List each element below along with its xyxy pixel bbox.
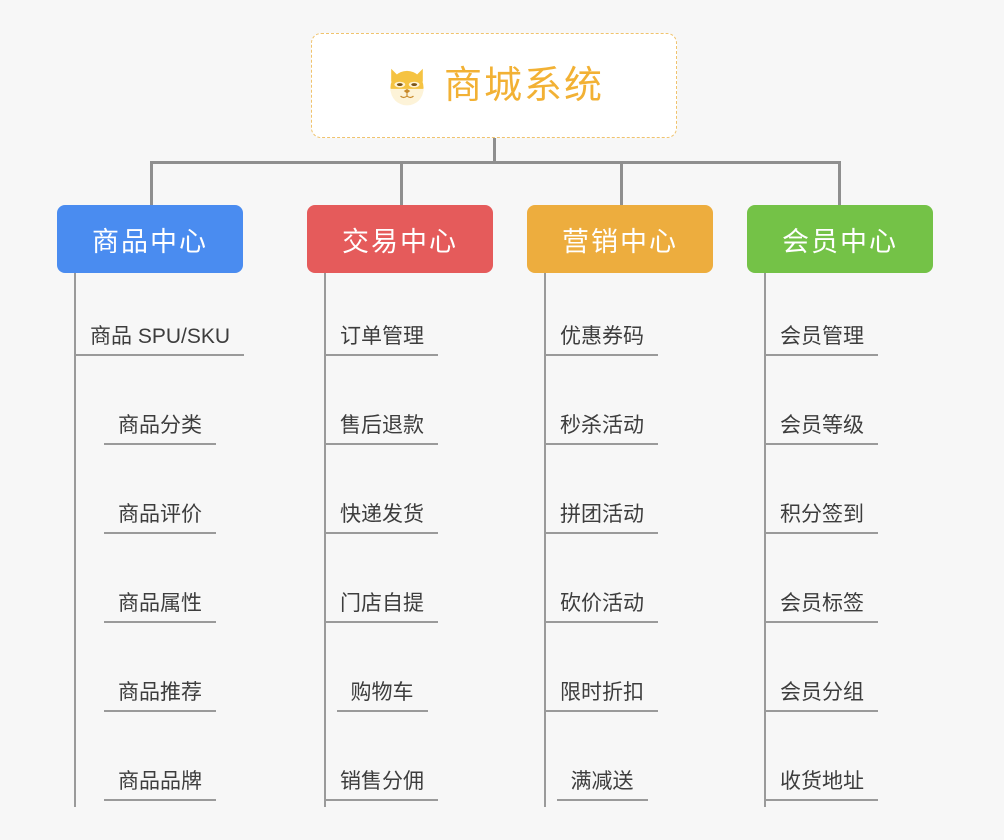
item-label: 商品推荐 [104,680,217,712]
item-label: 满减送 [556,769,648,801]
list-item[interactable]: 优惠券码 [546,273,658,362]
list-item[interactable]: 商品品牌 [76,718,244,807]
category-label: 商品中心 [92,226,208,257]
column-spine [324,273,326,807]
item-label: 商品分类 [104,413,217,445]
connector-root-stem [493,138,496,164]
item-label: 会员管理 [766,324,878,356]
item-label: 会员等级 [766,413,878,445]
item-label: 商品 SPU/SKU [76,324,245,356]
item-label: 销售分佣 [326,769,438,801]
item-label: 限时折扣 [546,680,658,712]
connector-drop-3 [620,161,623,207]
item-label: 会员分组 [766,680,878,712]
item-label: 拼团活动 [546,502,658,534]
item-label: 会员标签 [766,591,878,623]
list-item[interactable]: 限时折扣 [546,629,658,718]
list-item[interactable]: 砍价活动 [546,540,658,629]
item-label: 商品评价 [104,502,217,534]
list-item[interactable]: 商品分类 [76,362,244,451]
list-item[interactable]: 订单管理 [326,273,438,362]
item-label: 快递发货 [326,502,438,534]
item-label: 秒杀活动 [546,413,658,445]
list-item[interactable]: 快递发货 [326,451,438,540]
list-item[interactable]: 商品评价 [76,451,244,540]
item-column-product: 商品 SPU/SKU 商品分类 商品评价 商品属性 商品推荐 商品品牌 [74,273,245,807]
category-label: 交易中心 [342,226,458,257]
list-item[interactable]: 门店自提 [326,540,438,629]
list-item[interactable]: 售后退款 [326,362,438,451]
connector-drop-4 [838,161,841,207]
dog-face-icon [384,63,430,109]
category-box-product[interactable]: 商品中心 [57,205,243,273]
column-spine [74,273,76,807]
list-item[interactable]: 会员分组 [766,629,878,718]
category-label: 营销中心 [562,226,678,257]
connector-drop-1 [150,161,153,207]
list-item[interactable]: 会员管理 [766,273,878,362]
list-item[interactable]: 秒杀活动 [546,362,658,451]
item-label: 门店自提 [326,591,438,623]
item-label: 积分签到 [766,502,878,534]
item-column-member: 会员管理 会员等级 积分签到 会员标签 会员分组 收货地址 [764,273,878,807]
item-label: 售后退款 [326,413,438,445]
item-label: 优惠券码 [546,324,658,356]
list-item[interactable]: 商品 SPU/SKU [76,273,245,362]
category-box-trade[interactable]: 交易中心 [307,205,493,273]
list-item[interactable]: 满减送 [546,718,658,807]
list-item[interactable]: 商品推荐 [76,629,244,718]
root-node-card[interactable]: 商城系统 [311,33,677,138]
list-item[interactable]: 收货地址 [766,718,878,807]
list-item[interactable]: 会员标签 [766,540,878,629]
item-label: 商品属性 [104,591,217,623]
list-item[interactable]: 积分签到 [766,451,878,540]
root-node-title: 商城系统 [443,64,604,107]
connector-drop-2 [400,161,403,207]
category-box-marketing[interactable]: 营销中心 [527,205,713,273]
list-item[interactable]: 销售分佣 [326,718,438,807]
list-item[interactable]: 会员等级 [766,362,878,451]
item-label: 砍价活动 [546,591,658,623]
item-label: 收货地址 [766,769,878,801]
column-spine [764,273,766,807]
list-item[interactable]: 商品属性 [76,540,244,629]
column-spine [544,273,546,807]
category-box-member[interactable]: 会员中心 [747,205,933,273]
item-column-marketing: 优惠券码 秒杀活动 拼团活动 砍价活动 限时折扣 满减送 [544,273,658,807]
item-label: 购物车 [336,680,428,712]
list-item[interactable]: 拼团活动 [546,451,658,540]
list-item[interactable]: 购物车 [326,629,438,718]
item-label: 订单管理 [326,324,438,356]
item-column-trade: 订单管理 售后退款 快递发货 门店自提 购物车 销售分佣 [324,273,438,807]
connector-horizontal-bus [150,161,840,164]
item-label: 商品品牌 [104,769,217,801]
category-label: 会员中心 [782,226,898,257]
